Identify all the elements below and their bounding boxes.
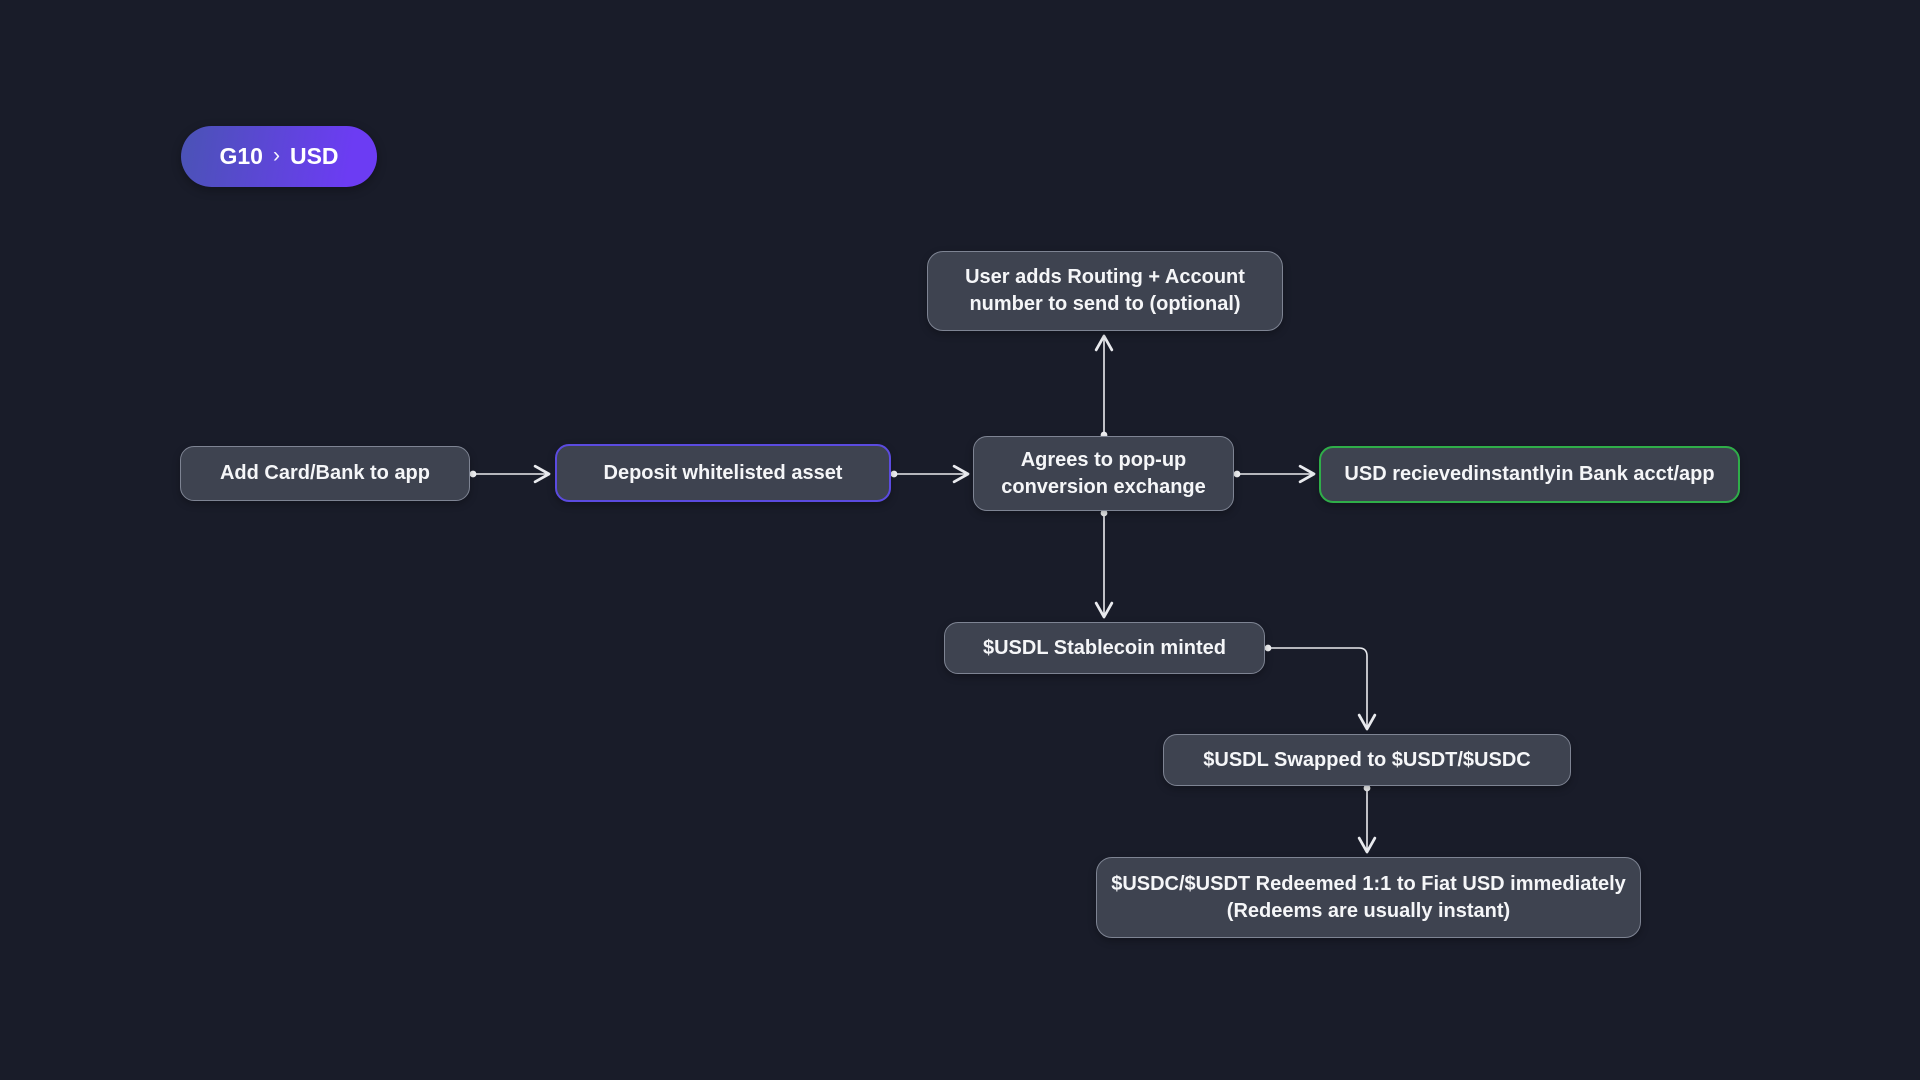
node-deposit-whitelisted-asset[interactable]: Deposit whitelisted asset xyxy=(555,444,891,502)
node-usd-received[interactable]: USD recieved instantly in Bank acct/app xyxy=(1319,446,1740,503)
node-routing-account[interactable]: User adds Routing + Account number to se… xyxy=(927,251,1283,331)
node-label: Agrees to pop-up xyxy=(1020,448,1187,471)
node-label: User adds Routing + Account xyxy=(965,266,1245,288)
node-redeemed-fiat[interactable]: $USDC/$USDT Redeemed 1:1 to Fiat USD imm… xyxy=(1096,857,1641,938)
node-label: Add Card/Bank to app xyxy=(219,462,430,484)
node-label: (Redeems are usually instant) xyxy=(1226,899,1511,922)
node-label: USD recieved xyxy=(1344,463,1474,485)
node-label: $USDL Swapped to $USDT/$USDC xyxy=(1203,748,1531,771)
edge-minted-to-swapped[interactable] xyxy=(1268,647,1377,731)
badge-from-label: G10 xyxy=(219,143,263,169)
node-usdl-minted[interactable]: $USDL Stablecoin minted xyxy=(944,622,1265,674)
node-usdl-swapped[interactable]: $USDL Swapped to $USDT/$USDC xyxy=(1163,734,1571,786)
node-label: $USDL Stablecoin minted xyxy=(982,636,1226,659)
node-label: Deposit whitelisted asset xyxy=(603,461,843,484)
node-label: in Bank acct/app xyxy=(1555,463,1715,485)
node-label-bold: instantly xyxy=(1473,463,1556,485)
node-label: conversion exchange xyxy=(1001,475,1206,498)
node-agrees-conversion[interactable]: Agrees to pop-up conversion exchange xyxy=(973,436,1234,511)
badge-g10-usd[interactable]: G10 › USD xyxy=(181,126,377,187)
chevron-right-icon: › xyxy=(272,143,280,167)
node-add-card-bank[interactable]: Add Card/Bank to app xyxy=(180,446,470,501)
badge-to-label: USD xyxy=(289,143,339,169)
node-label: $USDC/$USDT Redeemed 1:1 to Fiat USD imm… xyxy=(1111,872,1626,895)
node-label: number to send to (optional) xyxy=(969,293,1241,315)
